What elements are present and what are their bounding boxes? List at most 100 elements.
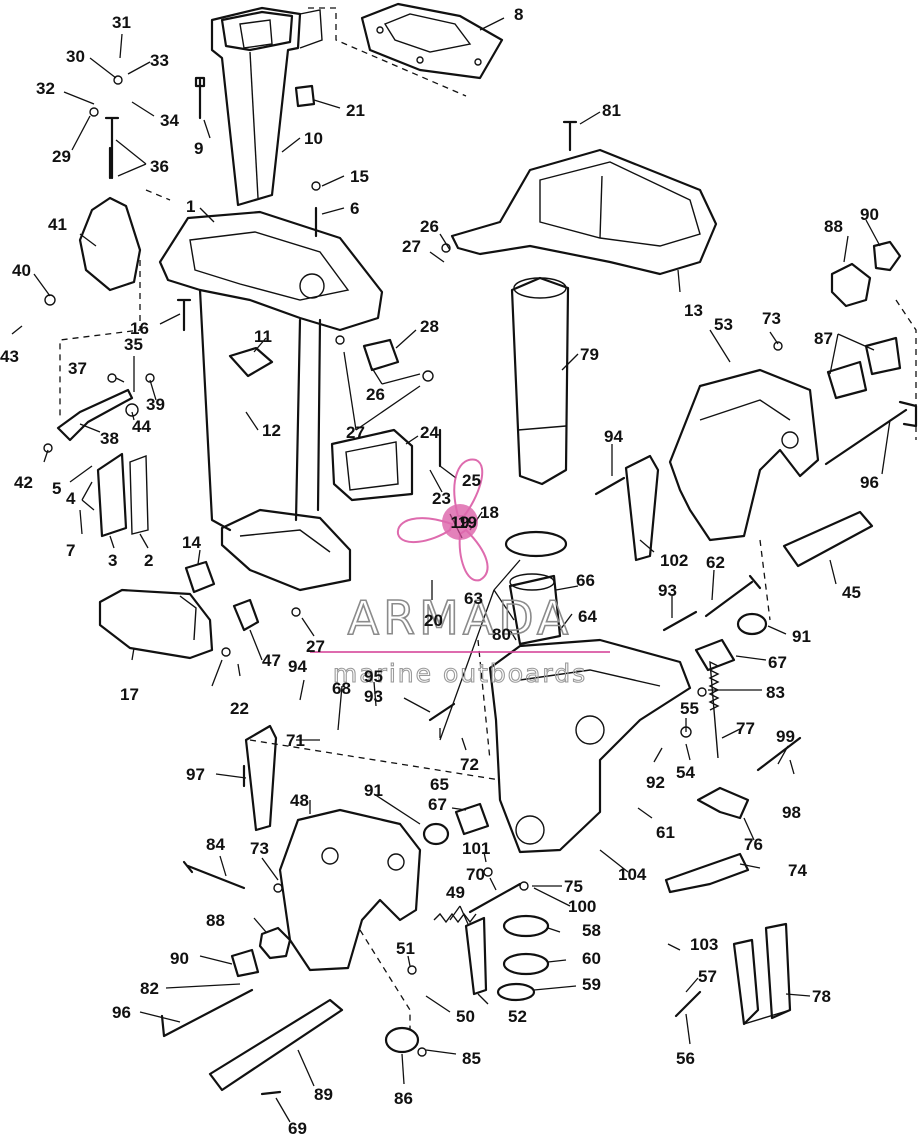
part-label-14: 14	[182, 533, 201, 552]
part-label-59: 59	[582, 975, 601, 994]
bushing-87-part	[826, 360, 868, 400]
part-label-70: 70	[466, 865, 485, 884]
steering-tube-79-part	[510, 276, 570, 486]
part-label-78: 78	[812, 987, 831, 1006]
part-label-92: 92	[646, 773, 665, 792]
bushing-67a-part	[694, 638, 736, 672]
part-label-102: 102	[660, 551, 688, 570]
bracket-78-part	[732, 922, 792, 1026]
part-label-85: 85	[462, 1049, 481, 1068]
part-label-67b: 67	[428, 795, 447, 814]
part-number-labels: 1234567891011121314151617181920212223242…	[0, 5, 879, 1136]
part-label-57: 57	[698, 967, 717, 986]
rod-96-top-part	[824, 400, 918, 466]
lever-97-part	[244, 724, 278, 832]
part-label-40: 40	[12, 261, 31, 280]
part-label-96a: 96	[860, 473, 879, 492]
part-label-52: 52	[508, 1007, 527, 1026]
stern-bracket-48-part	[278, 808, 422, 972]
part-label-80: 80	[492, 625, 511, 644]
mount-14-part	[184, 560, 216, 594]
part-label-98: 98	[782, 803, 801, 822]
part-label-5: 5	[52, 479, 61, 498]
part-label-24: 24	[420, 423, 439, 442]
clamp-bracket-center-part	[488, 638, 692, 854]
sleeve-45-part	[782, 510, 874, 568]
part-label-9: 9	[194, 139, 203, 158]
part-label-20: 20	[424, 611, 443, 630]
part-label-100: 100	[568, 897, 596, 916]
part-label-75: 75	[564, 877, 583, 896]
part-label-22: 22	[230, 699, 249, 718]
part-label-23: 23	[432, 489, 451, 508]
part-label-62: 62	[706, 553, 725, 572]
part-label-90b: 90	[170, 949, 189, 968]
part-label-51: 51	[396, 939, 415, 958]
part-label-82: 82	[140, 979, 159, 998]
part-label-18: 18	[480, 503, 499, 522]
bar-89-part	[208, 998, 344, 1092]
part-label-63: 63	[464, 589, 483, 608]
disc-86-part	[384, 1026, 420, 1054]
part-label-29: 29	[52, 147, 71, 166]
ring-60-part	[502, 952, 550, 976]
ring-59-part	[496, 982, 536, 1002]
part-label-15: 15	[350, 167, 369, 186]
part-label-72: 72	[460, 755, 479, 774]
washer-63-part	[504, 530, 568, 558]
part-label-31: 31	[112, 13, 131, 32]
part-label-68: 68	[332, 679, 351, 698]
part-label-47: 47	[262, 651, 281, 670]
part-label-93b: 93	[364, 687, 383, 706]
part-label-6: 6	[350, 199, 359, 218]
part-label-69: 69	[288, 1119, 307, 1136]
part-label-11: 11	[254, 327, 272, 346]
part-label-86: 86	[394, 1089, 413, 1108]
watermark-brand-text: ARMADA	[348, 591, 573, 645]
part-label-28: 28	[420, 317, 439, 336]
bracket-24-part	[330, 428, 414, 502]
part-label-97: 97	[186, 765, 205, 784]
part-label-39: 39	[146, 395, 165, 414]
part-label-76: 76	[744, 835, 763, 854]
part-label-84: 84	[206, 835, 225, 854]
part-label-61: 61	[656, 823, 675, 842]
part-label-88b: 88	[206, 911, 225, 930]
linkage-74-part	[664, 852, 750, 894]
part-label-73b: 73	[250, 839, 269, 858]
part-label-27b: 27	[346, 423, 365, 442]
part-label-26b: 26	[366, 385, 385, 404]
part-label-91b: 91	[364, 781, 383, 800]
bushing-21-part	[294, 84, 316, 108]
part-label-88a: 88	[824, 217, 843, 236]
bolt-84-part	[182, 860, 246, 890]
part-label-89: 89	[314, 1085, 333, 1104]
bushing-87b-part	[864, 336, 902, 376]
part-label-42: 42	[14, 473, 33, 492]
part-label-103: 103	[690, 935, 718, 954]
part-label-8: 8	[514, 5, 523, 24]
part-label-4: 4	[66, 489, 76, 508]
bracket-11-part	[228, 346, 274, 378]
part-label-37: 37	[68, 359, 87, 378]
part-label-55: 55	[680, 699, 699, 718]
part-label-30: 30	[66, 47, 85, 66]
part-label-25: 25	[462, 471, 481, 490]
part-label-77: 77	[736, 719, 755, 738]
part-label-94a: 94	[604, 427, 623, 446]
bolt-62-part	[704, 574, 762, 618]
lever-38-part	[56, 388, 134, 442]
watermark-tagline-text: marine outboards	[333, 659, 587, 688]
bolt-9-part	[194, 76, 206, 120]
part-label-54: 54	[676, 763, 695, 782]
leader-lines	[11, 17, 891, 1123]
part-label-93a: 93	[658, 581, 677, 600]
cap-90-top-part	[872, 240, 902, 272]
part-label-45: 45	[842, 583, 861, 602]
part-label-35: 35	[124, 335, 143, 354]
washer-91b-part	[422, 822, 450, 846]
part-label-94b: 94	[288, 657, 307, 676]
assembly-dash-lines	[59, 7, 917, 1030]
part-label-16: 16	[130, 319, 149, 338]
